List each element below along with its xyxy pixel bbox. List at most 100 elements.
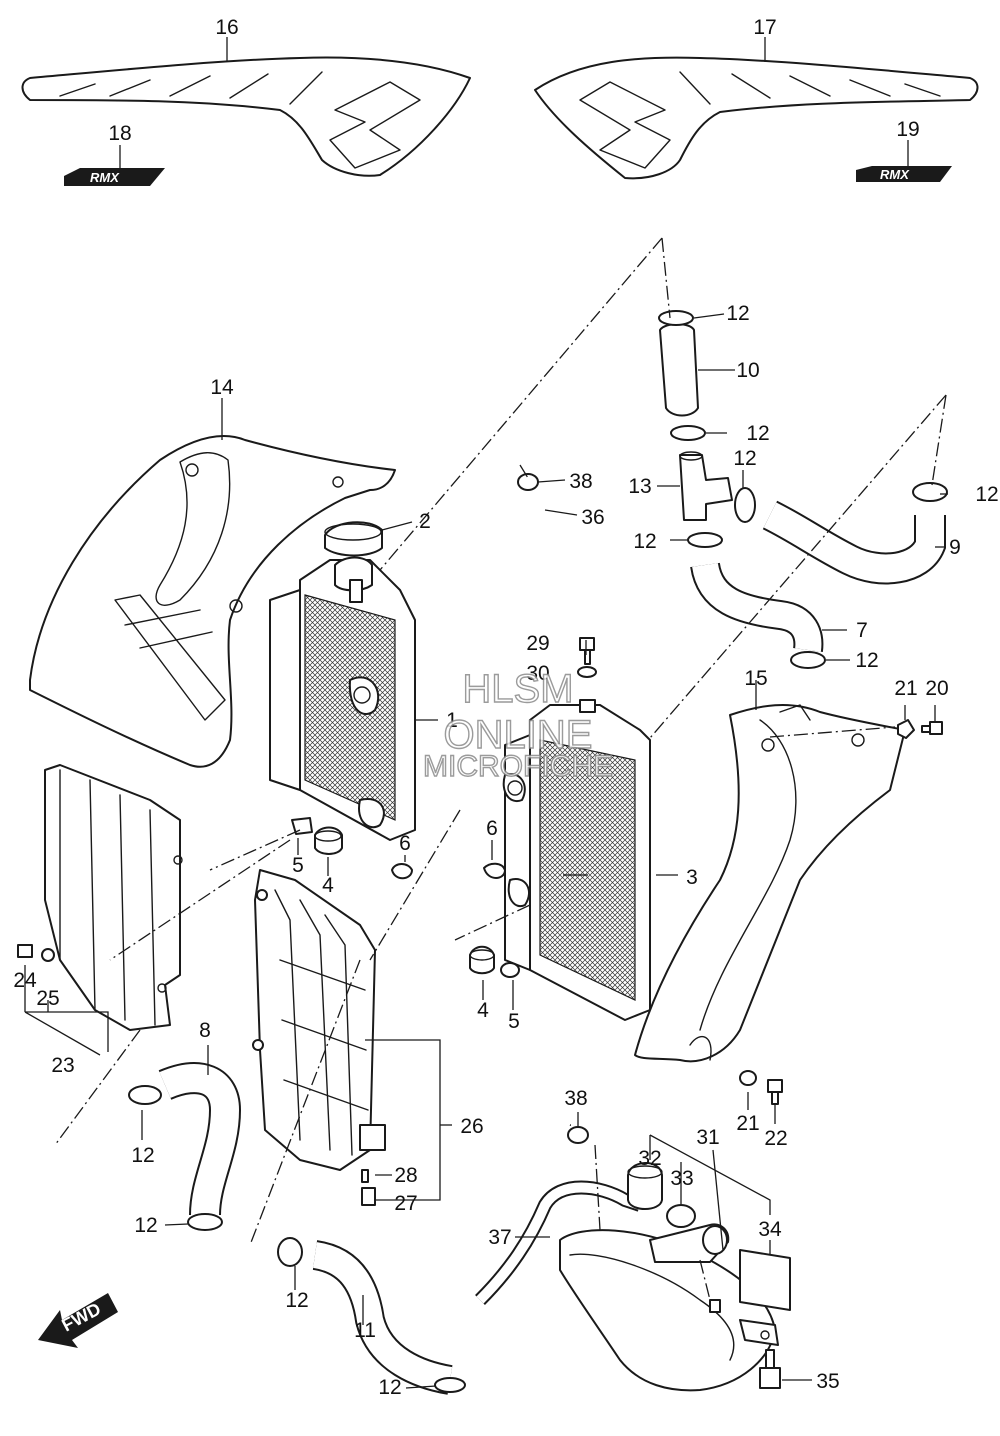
callout-12-f: 12 [855, 649, 878, 672]
clamp-12-i-icon [277, 1237, 303, 1267]
radiator-left [269, 556, 416, 841]
washer-25 [41, 948, 55, 962]
callout-4-right: 4 [477, 999, 489, 1022]
rmx-decal-left-text: RMX [90, 170, 120, 185]
inner-guard-left [44, 764, 183, 1031]
watermark: HLSM ONLINE MICROFICHE [422, 666, 613, 783]
callout-38-a: 38 [569, 470, 592, 493]
callout-33: 33 [670, 1167, 693, 1190]
callout-27: 27 [394, 1192, 417, 1215]
callout-13: 13 [628, 475, 651, 498]
breather-hose-37 [475, 1180, 643, 1305]
clamp-12-a-icon [658, 310, 694, 326]
callout-5-left: 5 [292, 854, 304, 877]
grommet-right [469, 945, 495, 975]
reservoir-tank [559, 1223, 779, 1392]
radiator-cap [324, 521, 383, 557]
collar-right [500, 962, 520, 978]
callout-3: 3 [686, 866, 698, 889]
bolt-right [483, 862, 506, 879]
bolt-left [391, 863, 413, 880]
callout-26: 26 [460, 1115, 483, 1138]
callout-19: 19 [896, 118, 919, 141]
assembly-lines [54, 237, 947, 1301]
callout-12-g: 12 [131, 1144, 154, 1167]
callout-37: 37 [488, 1226, 511, 1249]
callout-17: 17 [753, 16, 776, 39]
callout-12-e: 12 [975, 483, 998, 506]
callout-36: 36 [581, 506, 604, 529]
callout-15: 15 [744, 667, 767, 690]
radiator-shroud-right [634, 703, 906, 1063]
callout-4-left: 4 [322, 874, 334, 897]
clamp-12-h-icon [187, 1213, 223, 1231]
radiator-shroud-left [29, 435, 396, 768]
clamp-12-c-icon [734, 487, 756, 523]
clamp-12-b-icon [670, 425, 706, 441]
shroud-decal-right [534, 56, 979, 180]
reservoir-cap-32 [627, 1162, 663, 1210]
watermark-line-1: HLSM [462, 667, 573, 711]
washer-30 [577, 666, 597, 678]
nut-21-a [897, 719, 915, 739]
callout-1: 1 [446, 709, 458, 732]
callout-31: 31 [696, 1126, 719, 1149]
shroud-decal-left [21, 56, 471, 177]
watermark-line-3: MICROFICHE [423, 750, 613, 783]
callout-34: 34 [758, 1218, 782, 1241]
radiator-guard [252, 869, 386, 1206]
callout-23: 23 [51, 1054, 74, 1077]
callout-6-right: 6 [486, 817, 498, 840]
callout-12-d: 12 [633, 530, 656, 553]
clamp-icons [128, 310, 948, 1393]
callout-12-b: 12 [746, 422, 769, 445]
callout-12-c: 12 [733, 447, 756, 470]
rmx-decal-right-text: RMX [880, 167, 910, 182]
clamp-12-d-icon [687, 532, 723, 548]
callout-18: 18 [108, 122, 131, 145]
collar-left [291, 817, 313, 835]
callout-9: 9 [949, 536, 961, 559]
callout-22: 22 [764, 1127, 787, 1150]
hose-9 [762, 500, 946, 585]
callout-2: 2 [419, 510, 431, 533]
bolt-22 [767, 1079, 783, 1105]
leader-lines [24, 37, 948, 1389]
rmx-decal-right: RMX [856, 166, 952, 182]
clamp-12-e-icon [912, 482, 948, 502]
callout-7: 7 [856, 619, 868, 642]
radiator-right [502, 699, 651, 1021]
rmx-decal-left: RMX [64, 168, 165, 186]
clamp-12-f-icon [790, 651, 826, 669]
callout-12-j: 12 [378, 1376, 401, 1399]
callout-24: 24 [13, 969, 37, 992]
clamp-12-j-icon [434, 1377, 466, 1393]
callout-38-b: 38 [564, 1087, 587, 1110]
callout-30: 30 [526, 662, 549, 685]
clamp-38-b-icon [567, 1126, 589, 1144]
callout-12-h: 12 [134, 1214, 157, 1237]
callout-12-a: 12 [726, 302, 749, 325]
callout-35: 35 [816, 1370, 839, 1393]
joint-13 [679, 451, 733, 521]
washer-21-b [739, 1070, 757, 1086]
callout-6-left: 6 [399, 832, 411, 855]
hose-8 [158, 1062, 242, 1216]
callout-28: 28 [394, 1164, 417, 1187]
callout-8: 8 [199, 1019, 211, 1042]
nut-24 [17, 944, 33, 958]
callout-32: 32 [638, 1147, 661, 1170]
callout-16: 16 [215, 16, 238, 39]
watermark-line-2: ONLINE [444, 713, 593, 757]
callout-10: 10 [736, 359, 759, 382]
callout-29: 29 [526, 632, 549, 655]
bolt-20 [921, 721, 943, 735]
callout-numbers: 16 17 18 19 14 2 1 5 4 6 7 8 9 10 11 12 … [13, 16, 998, 1399]
hose-7 [690, 561, 824, 652]
grommet-left [314, 826, 343, 855]
callout-25: 25 [36, 987, 59, 1010]
callout-12-i: 12 [285, 1289, 308, 1312]
hose-11 [311, 1240, 453, 1395]
callout-21-b: 21 [736, 1112, 759, 1135]
